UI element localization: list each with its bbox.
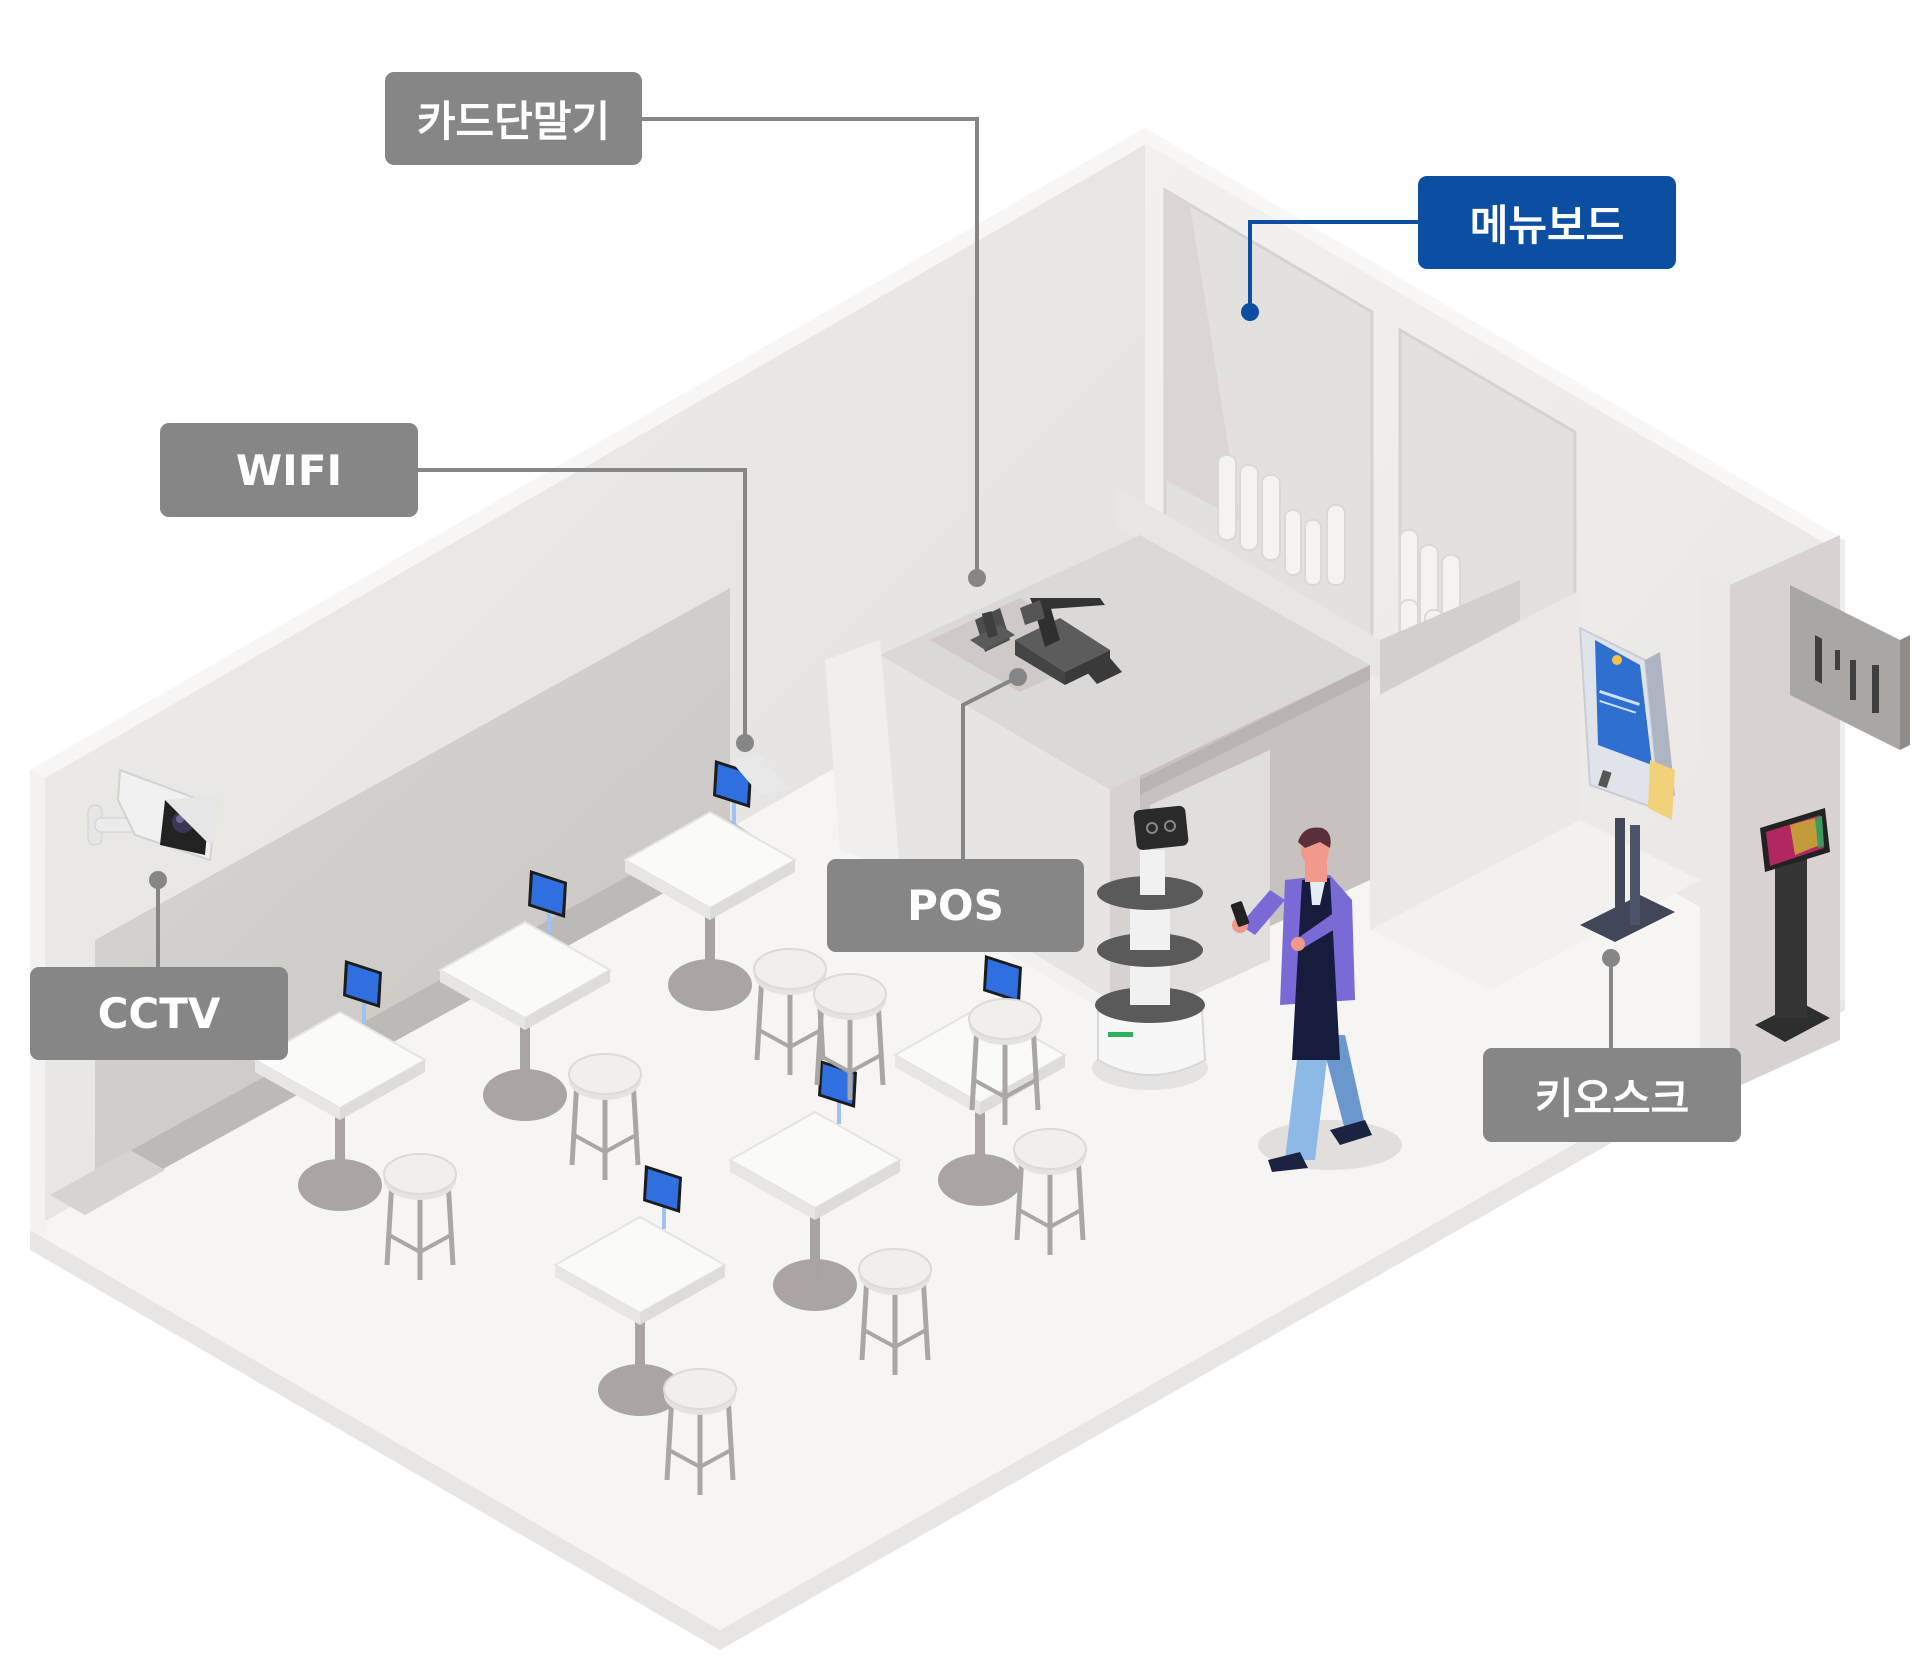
pos-terminal[interactable] — [1015, 598, 1122, 685]
dining-table — [727, 1110, 903, 1311]
card-terminal[interactable] — [970, 608, 1015, 652]
dining-table — [252, 1010, 428, 1211]
dot-card — [968, 569, 986, 587]
order-tablet-stand — [1755, 808, 1830, 1042]
label-cctv[interactable]: CCTV — [30, 967, 288, 1060]
table-tablet — [343, 960, 382, 1024]
connector-wifi — [377, 468, 747, 743]
label-wifi[interactable]: WIFI — [160, 423, 418, 517]
dot-cctv — [149, 871, 167, 889]
stool — [813, 973, 887, 1100]
dot-kiosk — [1602, 949, 1620, 967]
dining-table — [437, 920, 613, 1121]
staff-person — [1230, 827, 1402, 1172]
dot-wifi — [736, 734, 754, 752]
stool — [663, 1368, 737, 1495]
label-kiosk[interactable]: 키오스크 — [1483, 1048, 1741, 1142]
cctv-camera[interactable] — [87, 768, 218, 862]
connector-dots — [149, 303, 1620, 967]
connector-pos — [961, 675, 1019, 859]
stool — [383, 1153, 457, 1280]
serving-robot — [1092, 805, 1208, 1090]
stool — [968, 998, 1042, 1125]
stool — [568, 1053, 642, 1180]
dining-table — [622, 810, 798, 1011]
stool — [1013, 1128, 1087, 1255]
kiosk[interactable] — [1578, 626, 1675, 942]
stool — [858, 1248, 932, 1375]
label-pos[interactable]: POS — [827, 859, 1084, 952]
dot-menu — [1241, 303, 1259, 321]
dot-pos — [1009, 668, 1027, 686]
table-tablet — [643, 1165, 682, 1229]
dining-table — [552, 1215, 728, 1416]
wall-sign — [1790, 585, 1910, 750]
connector-card — [641, 117, 979, 578]
left-wall — [30, 128, 1160, 1238]
wifi-router[interactable] — [730, 755, 790, 795]
label-menu-board[interactable]: 메뉴보드 — [1418, 176, 1676, 269]
connector-lines — [156, 117, 1613, 1048]
label-card-terminal[interactable]: 카드단말기 — [385, 72, 642, 165]
table-tablet — [528, 870, 567, 934]
stool — [753, 948, 827, 1075]
dining-table — [892, 1005, 1068, 1206]
connector-menu — [1248, 220, 1418, 312]
